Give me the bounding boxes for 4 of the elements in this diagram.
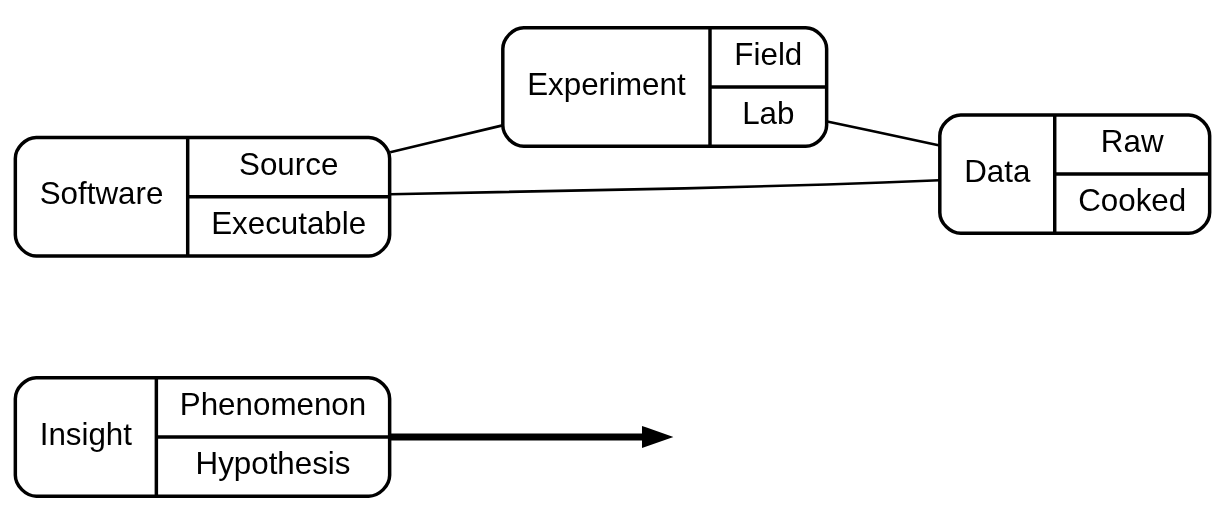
connector — [389, 123, 503, 154]
connector — [826, 119, 940, 147]
connector — [390, 178, 940, 195]
arrow — [390, 425, 674, 448]
